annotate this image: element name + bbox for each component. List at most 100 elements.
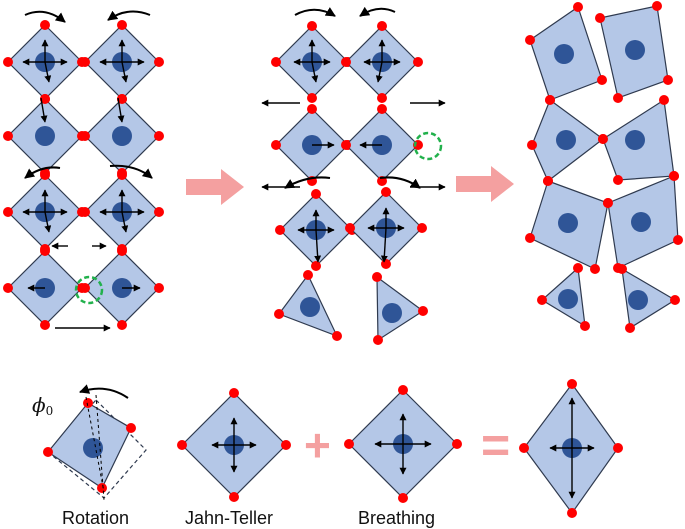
- oxygen-ion: [3, 131, 13, 141]
- oxygen-ion: [652, 1, 662, 11]
- oxygen-ion: [281, 440, 291, 450]
- oxygen-ion: [537, 295, 547, 305]
- oxygen-ion: [307, 104, 317, 114]
- oxygen-ion: [613, 443, 623, 453]
- distortion-legend: [43, 379, 623, 518]
- oxygen-ion: [372, 272, 382, 282]
- metal-ion: [625, 40, 645, 60]
- oxygen-ion: [80, 283, 90, 293]
- oxygen-ion: [303, 270, 313, 280]
- oxygen-ion: [625, 323, 635, 333]
- oxygen-ion: [525, 35, 535, 45]
- oxygen-ion: [617, 264, 627, 274]
- oxygen-ion: [590, 264, 600, 274]
- oxygen-ion: [177, 440, 187, 450]
- oxygen-ion: [398, 493, 408, 503]
- oxygen-ion: [673, 235, 683, 245]
- oxygen-ion: [598, 134, 608, 144]
- angle-subscript: 0: [45, 404, 54, 418]
- metal-ion: [112, 126, 132, 146]
- oxygen-ion: [381, 259, 391, 269]
- transition-arrows: [186, 166, 514, 205]
- oxygen-ion: [573, 2, 583, 12]
- rotation-arrow-icon: [109, 164, 153, 179]
- right-block-arrow-icon: [456, 166, 514, 202]
- oxygen-ion: [341, 57, 351, 67]
- oxygen-ion: [573, 263, 583, 273]
- displacement-arrow: [117, 97, 125, 123]
- oxygen-ion: [332, 331, 342, 341]
- oxygen-ion: [519, 443, 529, 453]
- right-block-arrow-icon: [186, 169, 244, 205]
- rotation-arrow-icon: [294, 7, 336, 17]
- metal-ion: [382, 303, 402, 323]
- oxygen-ion: [418, 306, 428, 316]
- octahedron-shape: [621, 267, 677, 329]
- oxygen-ion: [97, 483, 107, 493]
- angle-symbol: ϕ: [32, 393, 46, 417]
- rotated-axis: [85, 396, 105, 493]
- oxygen-ion: [154, 57, 164, 67]
- oxygen-ion: [545, 95, 555, 105]
- plus-sign-icon: +: [304, 419, 331, 471]
- oxygen-ion: [229, 492, 239, 502]
- oxygen-ion: [40, 246, 50, 256]
- oxygen-ion: [274, 309, 284, 319]
- oxygen-ion: [311, 261, 321, 271]
- oxygen-ion: [40, 94, 50, 104]
- oxygen-ion: [117, 170, 127, 180]
- oxygen-ion: [377, 21, 387, 31]
- intermediate-structure-panel: [261, 6, 446, 345]
- rotation-arrow-icon: [359, 6, 396, 17]
- metal-ion: [83, 438, 103, 458]
- oxygen-ion: [413, 57, 423, 67]
- oxygen-ion: [341, 140, 351, 150]
- oxygen-ion: [580, 321, 590, 331]
- rotation-arrow-icon: [284, 176, 331, 189]
- oxygen-ion: [381, 187, 391, 197]
- rotation-angle-label: ϕ0: [32, 393, 53, 418]
- oxygen-ion: [80, 131, 90, 141]
- oxygen-ion: [567, 508, 577, 518]
- rotation-arrow-icon: [24, 166, 61, 179]
- displacement-arrow: [121, 61, 129, 83]
- oxygen-ion: [40, 20, 50, 30]
- metal-ion: [558, 289, 578, 309]
- vacancy-marker: [413, 131, 443, 161]
- oxygen-ion: [80, 207, 90, 217]
- oxygen-ion: [398, 385, 408, 395]
- oxygen-ion: [345, 223, 355, 233]
- rotation-arrow-icon: [79, 384, 129, 399]
- oxygen-ion: [126, 423, 136, 433]
- displacement-arrow: [380, 227, 388, 263]
- oxygen-ion: [83, 398, 93, 408]
- oxygen-ion: [377, 104, 387, 114]
- displacement-arrow: [44, 211, 52, 233]
- metal-ion: [556, 130, 576, 150]
- oxygen-ion: [344, 439, 354, 449]
- oxygen-ion: [117, 246, 127, 256]
- oxygen-ion: [271, 57, 281, 67]
- oxygen-ion: [3, 57, 13, 67]
- displacement-arrow: [311, 61, 319, 83]
- oxygen-ion: [527, 140, 537, 150]
- oxygen-ion: [373, 335, 383, 345]
- metal-ion: [35, 126, 55, 146]
- rotation-label: Rotation: [62, 508, 130, 528]
- oxygen-ion: [377, 93, 387, 103]
- oxygen-ion: [307, 93, 317, 103]
- oxygen-ion: [117, 320, 127, 330]
- oxygen-ion: [595, 13, 605, 23]
- metal-ion: [558, 213, 578, 233]
- oxygen-ion: [597, 75, 607, 85]
- displacement-arrow: [121, 211, 129, 233]
- breathing-label: Breathing: [358, 508, 436, 528]
- oxygen-ion: [3, 283, 13, 293]
- oxygen-ion: [311, 189, 321, 199]
- oxygen-ion: [659, 95, 669, 105]
- jahn-teller-label: Jahn-Teller: [185, 508, 274, 528]
- metal-ion: [554, 44, 574, 64]
- initial-structure-panel: [3, 10, 164, 332]
- oxygen-ion: [80, 57, 90, 67]
- oxygen-ion: [40, 170, 50, 180]
